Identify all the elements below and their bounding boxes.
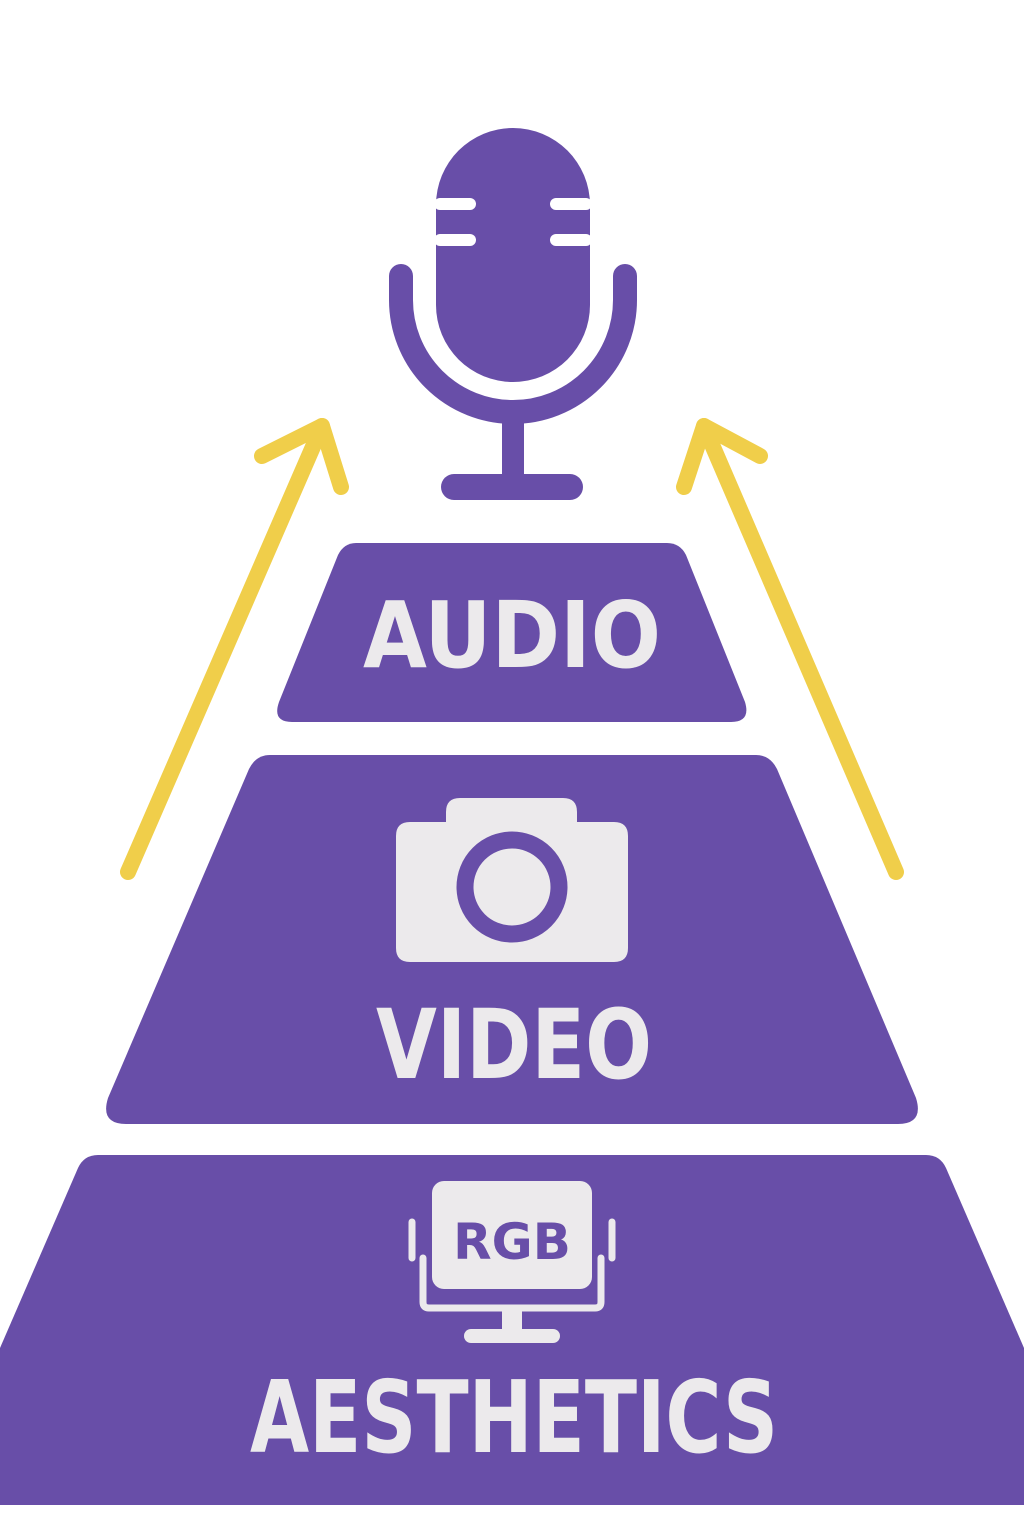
camera-icon — [396, 798, 628, 962]
arrow-up-left-icon — [676, 418, 904, 880]
arrow-left — [120, 418, 349, 880]
tier-aesthetics-label: AESTHETICS — [250, 1359, 778, 1476]
tier-audio-label: AUDIO — [363, 582, 661, 689]
microphone-icon — [389, 128, 637, 500]
arrow-right — [676, 418, 904, 880]
rgb-label: RGB — [453, 1213, 571, 1271]
arrow-up-right-icon — [120, 418, 349, 880]
tier-audio: AUDIO — [277, 543, 747, 722]
tier-video: VIDEO — [106, 755, 918, 1124]
tier-video-label: VIDEO — [376, 989, 652, 1101]
tier-aesthetics: RGB AESTHETICS — [0, 1155, 1024, 1505]
rgb-monitor-icon: RGB — [408, 1181, 616, 1343]
